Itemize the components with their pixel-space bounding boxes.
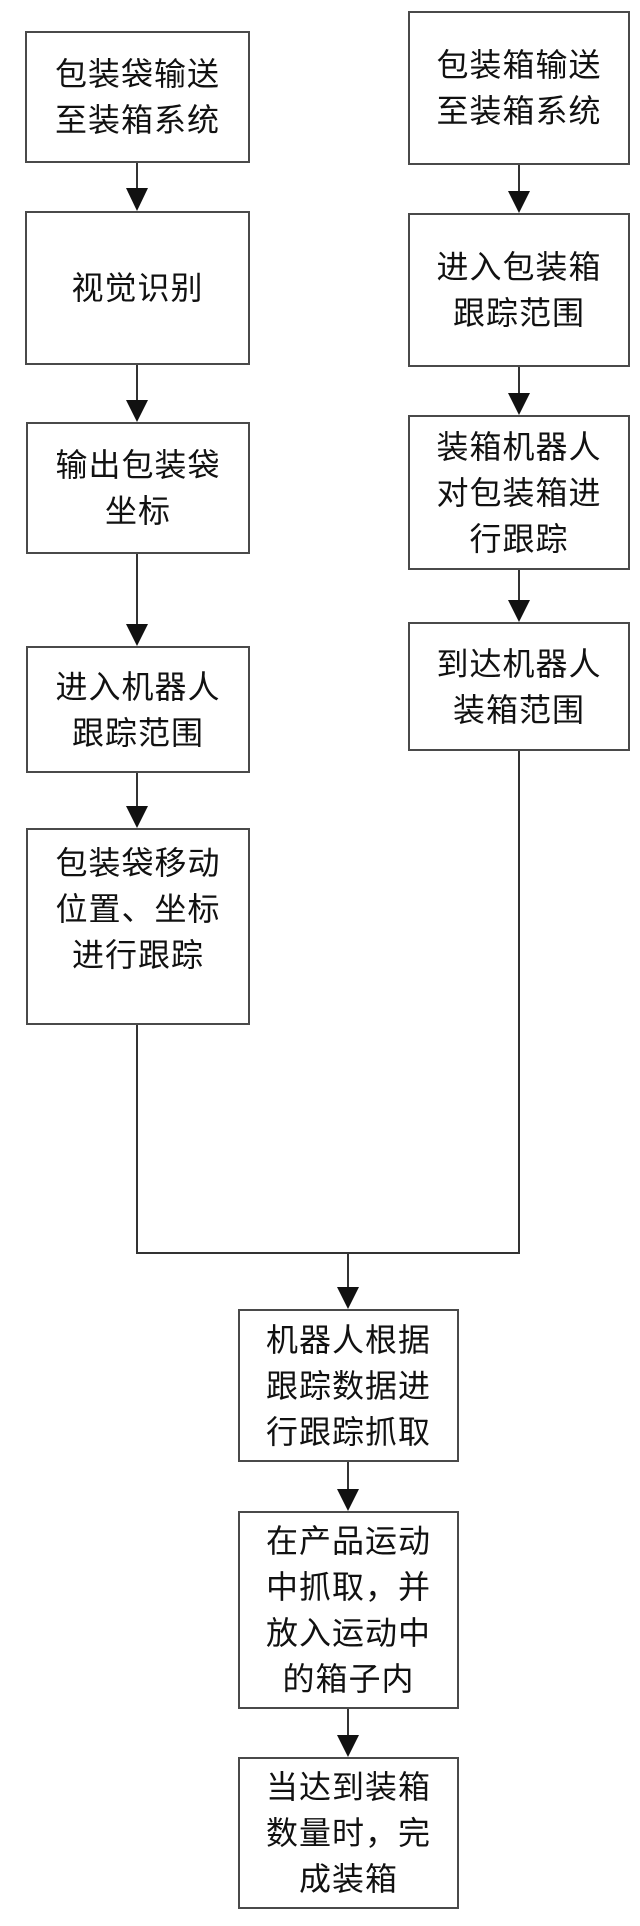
arrowhead-icon — [508, 600, 530, 622]
arrowhead-icon — [126, 624, 148, 646]
step-label: 输出包装袋 坐标 — [55, 446, 221, 530]
arrowhead-icon — [508, 191, 530, 213]
step-complete-packing: 当达到装箱 数量时，完 成装箱 — [238, 1757, 459, 1909]
arrowhead-icon — [508, 393, 530, 415]
step-label: 到达机器人 装箱范围 — [436, 644, 602, 729]
step-label: 装箱机器人 对包装箱进 行跟踪 — [436, 427, 602, 558]
arrowhead-icon — [126, 188, 148, 211]
step-box-conveyed: 包装箱输送 至装箱系统 — [408, 11, 630, 165]
arrowhead-icon — [126, 400, 148, 422]
merge-connector — [136, 750, 520, 1254]
step-label: 在产品运动 中抓取，并 放入运动中 的箱子内 — [265, 1522, 431, 1698]
step-robot-tracking-grab: 机器人根据 跟踪数据进 行跟踪抓取 — [238, 1309, 459, 1462]
step-label: 进入包装箱 跟踪范围 — [436, 248, 602, 332]
step-track-bag-position: 包装袋移动 位置、坐标 进行跟踪 — [26, 828, 250, 1025]
step-label: 包装袋移动 位置、坐标 进行跟踪 — [55, 844, 221, 974]
step-grab-and-place-in-box: 在产品运动 中抓取，并 放入运动中 的箱子内 — [238, 1511, 459, 1709]
arrowhead-icon — [337, 1489, 359, 1511]
step-label: 包装袋输送 至装箱系统 — [54, 55, 220, 139]
step-bag-conveyed: 包装袋输送 至装箱系统 — [25, 31, 250, 163]
step-visual-recognition: 视觉识别 — [25, 211, 250, 365]
step-label: 当达到装箱 数量时，完 成装箱 — [265, 1768, 431, 1898]
step-reach-robot-packing-range: 到达机器人 装箱范围 — [408, 622, 630, 751]
step-output-bag-coordinates: 输出包装袋 坐标 — [26, 422, 250, 554]
step-enter-robot-tracking-range: 进入机器人 跟踪范围 — [26, 646, 250, 773]
arrowhead-icon — [337, 1287, 359, 1309]
step-label: 进入机器人 跟踪范围 — [55, 667, 221, 752]
step-label: 视觉识别 — [71, 269, 204, 307]
step-label: 包装箱输送 至装箱系统 — [436, 46, 602, 130]
step-label: 机器人根据 跟踪数据进 行跟踪抓取 — [265, 1320, 431, 1451]
arrowhead-icon — [126, 806, 148, 828]
step-enter-box-tracking-range: 进入包装箱 跟踪范围 — [408, 213, 630, 367]
arrowhead-icon — [337, 1735, 359, 1757]
step-robot-tracks-box: 装箱机器人 对包装箱进 行跟踪 — [408, 415, 630, 570]
